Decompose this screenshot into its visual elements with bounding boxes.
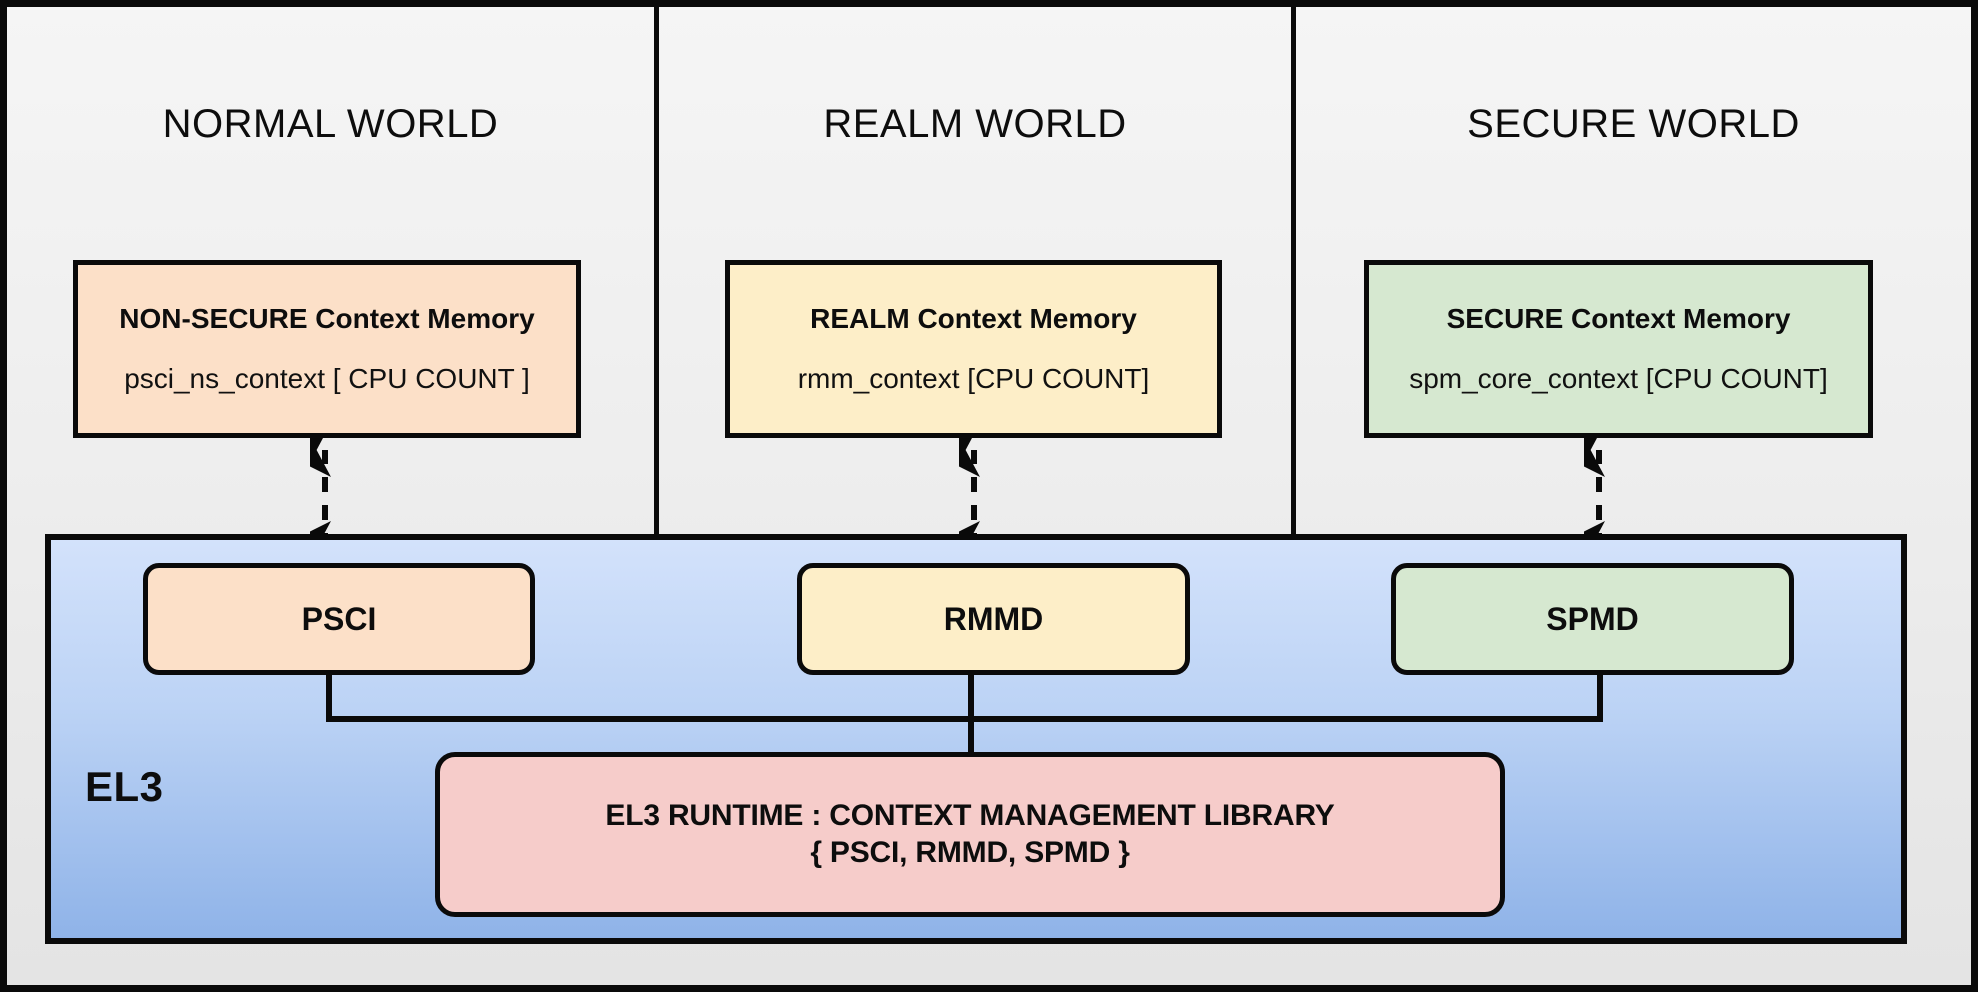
worlds-band: NORMAL WORLD REALM WORLD SECURE WORLD xyxy=(7,7,1971,535)
memory-box-non-secure-title: NON-SECURE Context Memory xyxy=(119,303,535,334)
memory-box-realm-title: REALM Context Memory xyxy=(810,303,1137,334)
connector-spmd-drop xyxy=(1597,672,1603,722)
el3-runtime-library-line-2: { PSCI, RMMD, SPMD } xyxy=(810,835,1130,869)
world-title-secure: SECURE WORLD xyxy=(1467,102,1800,146)
memory-box-realm-variable: rmm_context [CPU COUNT] xyxy=(797,363,1150,394)
service-box-psci[interactable]: PSCI xyxy=(143,563,535,675)
connector-rmmd-drop xyxy=(968,672,974,722)
memory-box-non-secure-variable: psci_ns_context [ CPU COUNT ] xyxy=(124,363,530,394)
memory-box-secure-title: SECURE Context Memory xyxy=(1446,303,1791,334)
world-column-secure: SECURE WORLD xyxy=(1296,7,1971,535)
connector-psci-drop xyxy=(326,672,332,722)
memory-box-realm[interactable]: REALM Context Memory rmm_context [CPU CO… xyxy=(725,260,1222,438)
service-box-spmd-label: SPMD xyxy=(1546,600,1639,637)
world-divider-left xyxy=(654,7,659,535)
world-column-normal: NORMAL WORLD xyxy=(7,7,654,535)
world-divider-right xyxy=(1291,7,1296,535)
memory-box-non-secure[interactable]: NON-SECURE Context Memory psci_ns_contex… xyxy=(73,260,581,438)
service-box-psci-label: PSCI xyxy=(301,600,377,637)
service-box-spmd[interactable]: SPMD xyxy=(1391,563,1794,675)
el3-label: EL3 xyxy=(85,763,164,810)
memory-box-secure[interactable]: SECURE Context Memory spm_core_context [… xyxy=(1364,260,1873,438)
world-title-realm: REALM WORLD xyxy=(823,102,1127,146)
el3-runtime-library-box[interactable]: EL3 RUNTIME : CONTEXT MANAGEMENT LIBRARY… xyxy=(435,752,1505,917)
world-title-normal: NORMAL WORLD xyxy=(162,102,499,146)
world-column-realm: REALM WORLD xyxy=(659,7,1291,535)
el3-runtime-library-line-1: EL3 RUNTIME : CONTEXT MANAGEMENT LIBRARY xyxy=(605,798,1335,832)
memory-box-secure-variable: spm_core_context [CPU COUNT] xyxy=(1409,363,1828,394)
connector-horizontal-bus xyxy=(326,716,1603,722)
service-box-rmmd[interactable]: RMMD xyxy=(797,563,1190,675)
service-box-rmmd-label: RMMD xyxy=(943,600,1044,637)
connector-runtime-drop xyxy=(968,716,974,760)
